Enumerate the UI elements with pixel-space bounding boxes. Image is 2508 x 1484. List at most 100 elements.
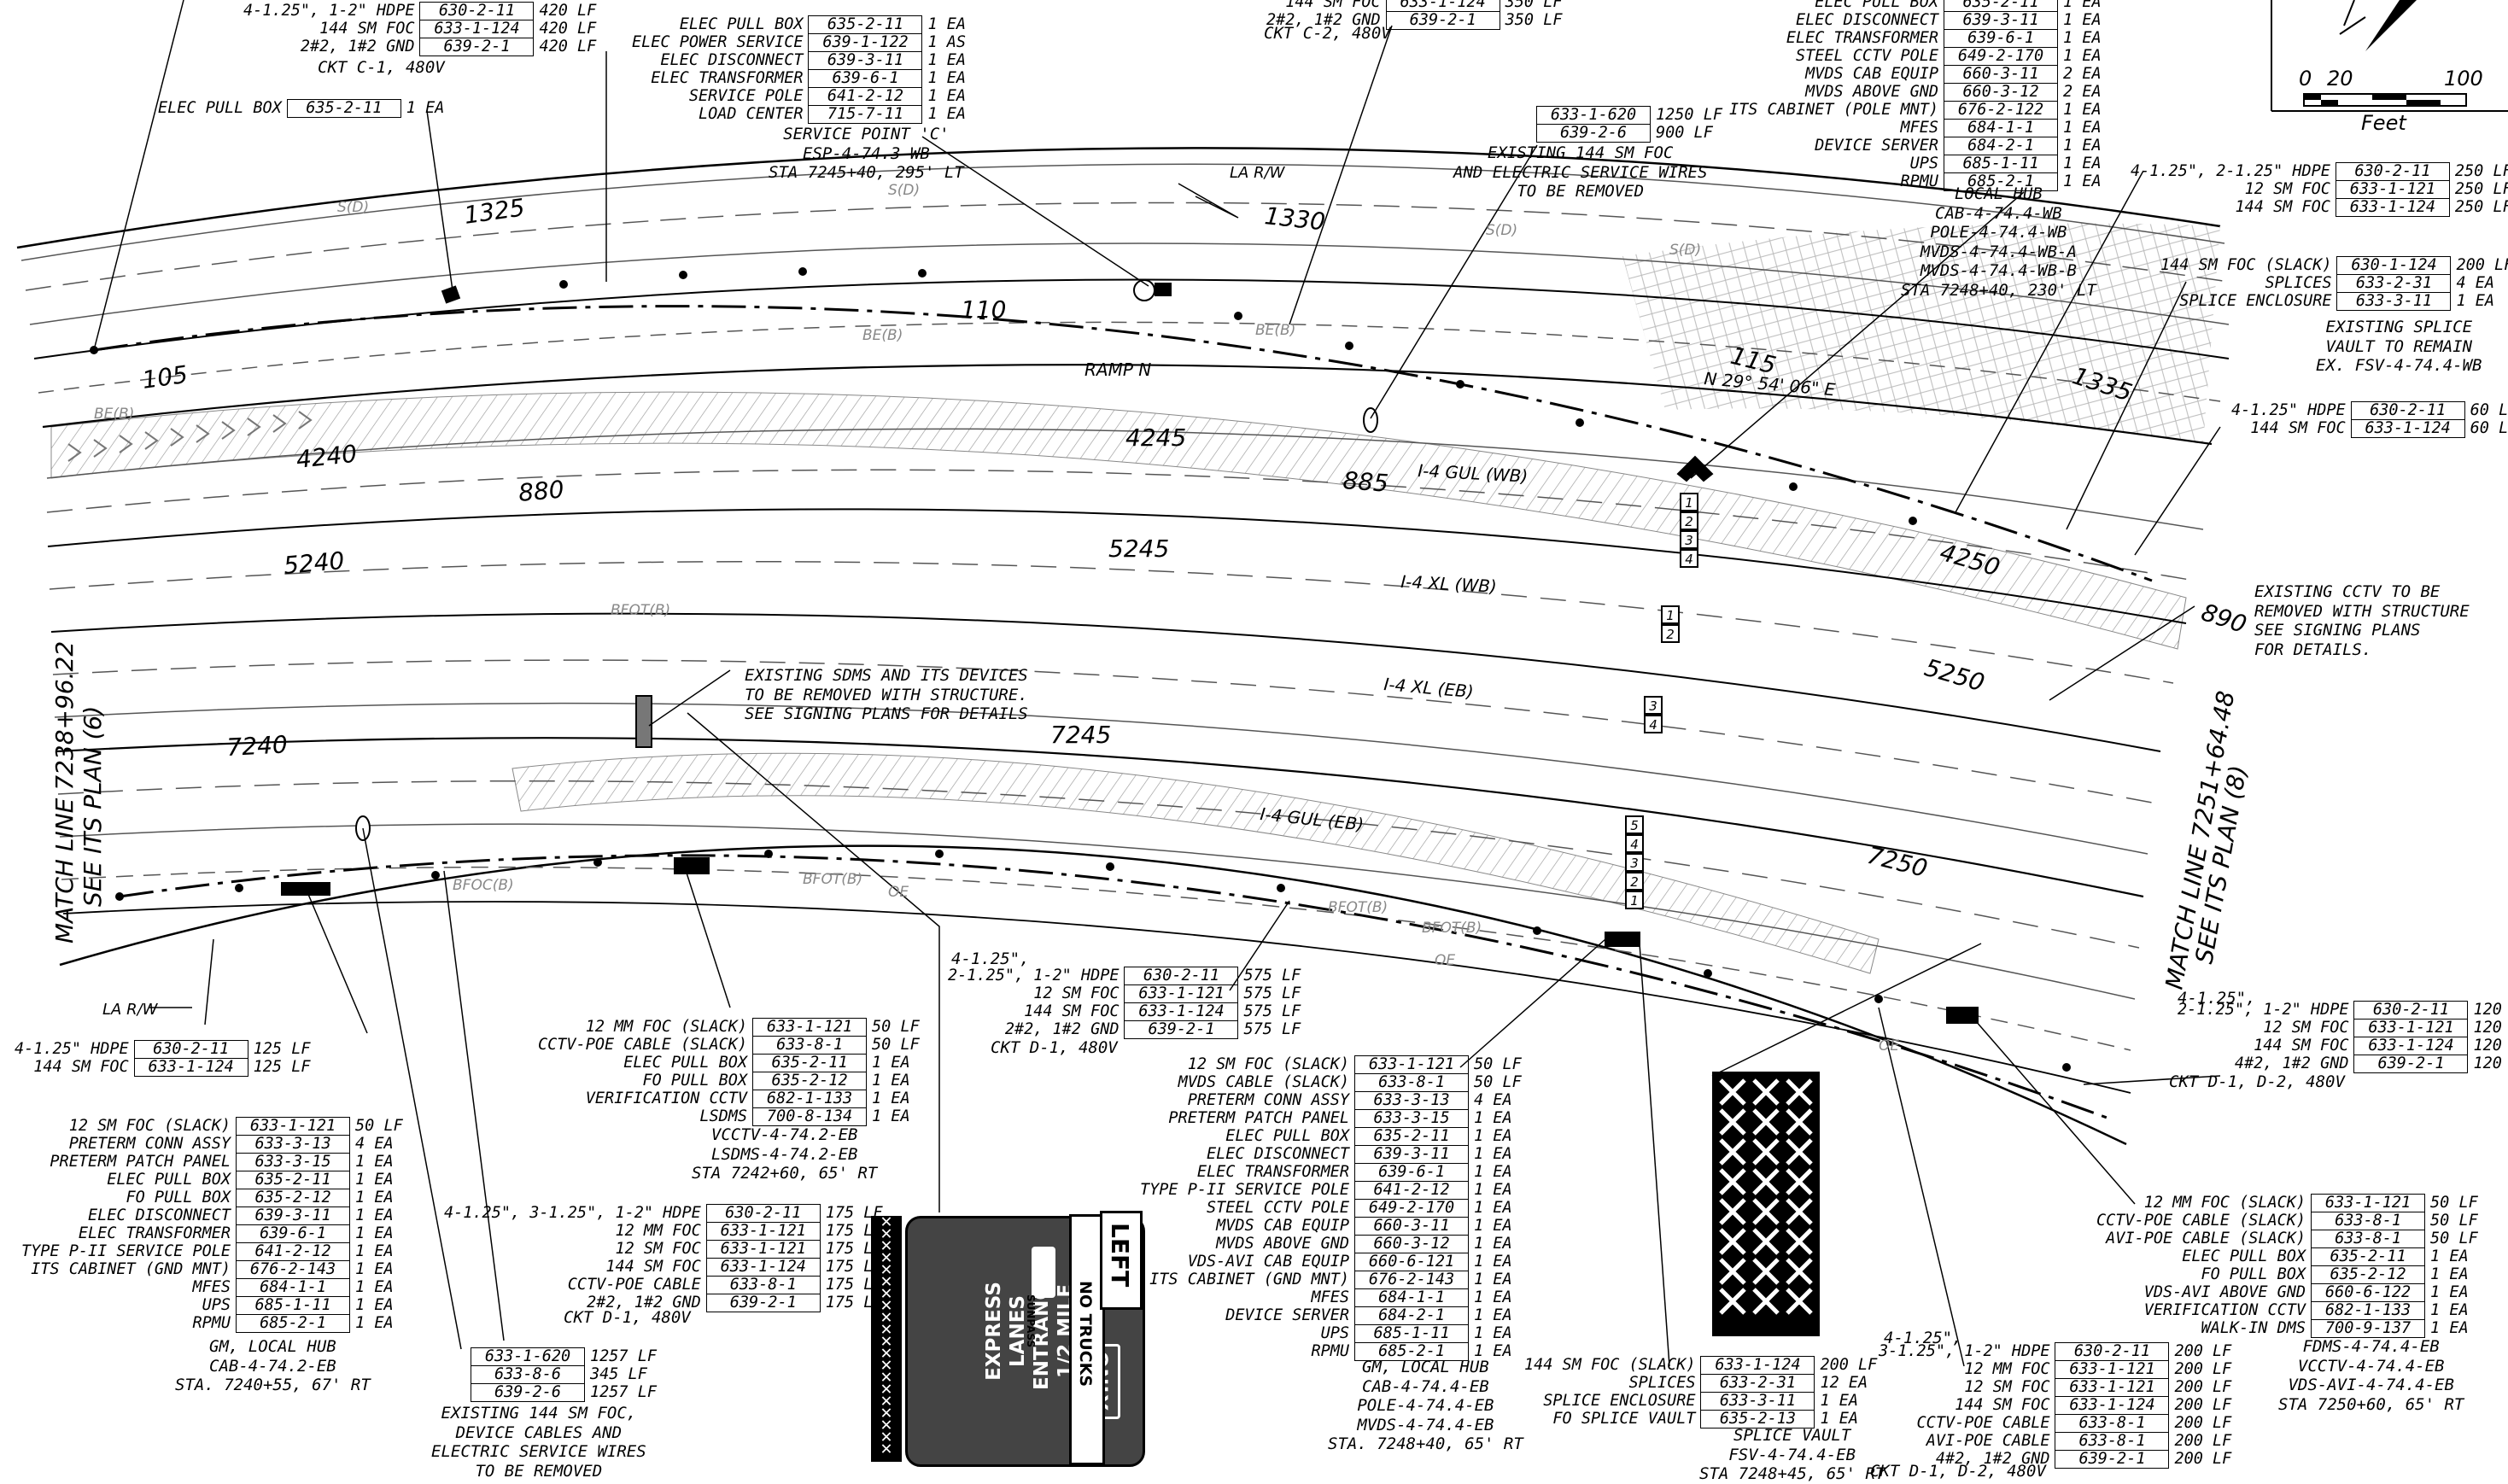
pay-item-quantity: 125 LF: [253, 1040, 311, 1058]
pay-item-quantity: 200 LF: [2174, 1378, 2232, 1396]
pay-item-description: AVI-POE CABLE: [1926, 1432, 2050, 1450]
pay-item-number: 633-1-121: [2335, 180, 2450, 199]
pay-item-quantity: 200 LF: [2456, 256, 2508, 274]
pay-item-quantity: 1 EA: [2430, 1319, 2469, 1337]
note-line: CAB-4-74.4-EB: [1362, 1376, 1489, 1396]
pay-item-number: 639-6-1: [236, 1224, 351, 1243]
pay-item-number: 639-3-11: [1354, 1145, 1470, 1164]
pay-item-description: PRETERM PATCH PANEL: [50, 1153, 231, 1171]
pay-item-number: 682-1-133: [752, 1090, 868, 1108]
station-label: 4245: [1125, 424, 1186, 452]
note-line: GM, LOCAL HUB: [1362, 1358, 1489, 1376]
pay-item-number: 660-3-11: [1354, 1217, 1470, 1236]
note-line: FSV-4-74.4-EB: [1728, 1445, 1856, 1464]
note-line: EXISTING CCTV TO BE: [2254, 582, 2441, 601]
pay-item-description: WALK-IN DMS: [2201, 1319, 2306, 1337]
scale-bar: [2271, 0, 2508, 112]
pay-item-number: 630-2-11: [1124, 967, 1239, 985]
pay-item-number: 685-1-11: [236, 1296, 351, 1315]
pay-item-quantity: 250 LF: [2454, 198, 2508, 216]
pay-item-quantity: 1 EA: [1820, 1410, 1859, 1428]
conduit-number: 1: [1666, 608, 1675, 623]
pay-item-quantity: 2 EA: [2063, 65, 2102, 83]
pay-item-quantity: 1 EA: [1474, 1324, 1512, 1342]
scale-tick-label: 100: [2444, 67, 2483, 91]
pay-item-description: [461, 1366, 471, 1384]
pay-item-number: 639-2-1: [705, 1294, 821, 1312]
pay-item-number: 630-1-124: [2336, 256, 2452, 275]
pay-item-number: 676-2-143: [1354, 1271, 1470, 1289]
note-line: SEE SIGNING PLANS: [2254, 621, 2421, 640]
pay-item-quantity: 1 EA: [2063, 11, 2102, 29]
pay-item-description: ELEC TRANSFORMER: [1196, 1163, 1350, 1181]
right-of-way-label-bottom: LA R/W: [102, 1001, 159, 1019]
pay-item-number: 639-6-1: [808, 69, 923, 88]
pay-item-number: 639-6-1: [1944, 29, 2059, 48]
pay-item-quantity: 1 EA: [2430, 1247, 2469, 1265]
pay-item-number: 635-2-11: [808, 15, 923, 34]
pay-item-description: 3-1.25", 1-2" HDPE: [1879, 1342, 2050, 1360]
pay-item-number: 641-2-12: [808, 87, 923, 106]
pay-item-number: 630-2-11: [419, 2, 535, 20]
pay-item-number: 715-7-11: [808, 105, 923, 124]
pay-item-description: VDS-AVI CAB EQUIP: [1187, 1253, 1350, 1271]
station-label: 1325: [462, 193, 526, 230]
conduit-number: 3: [1649, 698, 1657, 714]
pay-item-number: 633-1-124: [419, 20, 535, 38]
note-line: EXISTING 144 SM FOC: [1488, 143, 1674, 162]
station-label: 7245: [1050, 721, 1111, 749]
note-line: SPLICE VAULT: [1733, 1426, 1851, 1445]
note-line: EX. FSV-4-74.4-WB: [2316, 356, 2482, 375]
pay-item-quantity: 1 EA: [927, 51, 967, 69]
note-line: EXISTING SDMS AND ITS DEVICES: [745, 666, 1028, 685]
road-name-labels: RAMP N I-4 GUL (WB) I-4 XL (WB) I-4 XL (…: [102, 164, 1837, 1019]
pay-item-number: 639-2-6: [471, 1383, 585, 1402]
pay-item-description: 144 SM FOC: [2254, 1037, 2349, 1055]
pay-item-number: 633-2-31: [2336, 274, 2452, 293]
pay-item-number: 639-3-11: [808, 51, 923, 70]
pay-item-quantity: 1 EA: [355, 1224, 394, 1242]
utility-label: BFOT(B): [1422, 920, 1482, 937]
pay-item-quantity: 420 LF: [539, 2, 597, 20]
pay-item-number: 633-1-121: [2055, 1378, 2170, 1397]
pay-item-quantity: 175 LF: [825, 1204, 883, 1222]
conduit-number: 1: [1630, 893, 1639, 909]
scale-tick-label: 20: [2327, 67, 2353, 91]
pay-item-quantity: 50 LF: [355, 1117, 403, 1135]
conduit-number: 5: [1630, 818, 1639, 833]
pay-item-number: 633-1-124: [2350, 419, 2465, 438]
note-line: DEVICE CABLES AND: [455, 1423, 623, 1442]
pay-item-description: ITS CABINET (GND MNT): [1149, 1271, 1350, 1288]
pay-item-quantity: 200 LF: [2174, 1342, 2232, 1360]
pay-item-quantity: 1 EA: [2063, 119, 2102, 137]
pay-item-description: 2-1.25", 1-2" HDPE: [948, 967, 1120, 984]
pay-item-quantity: 175 LF: [825, 1258, 883, 1276]
north-arrow-icon: [2365, 0, 2417, 51]
pay-item-description: 4-1.25" HDPE: [15, 1040, 129, 1058]
pay-item-number: 633-8-1: [2311, 1212, 2426, 1230]
pay-item-quantity: 1 EA: [927, 15, 967, 33]
